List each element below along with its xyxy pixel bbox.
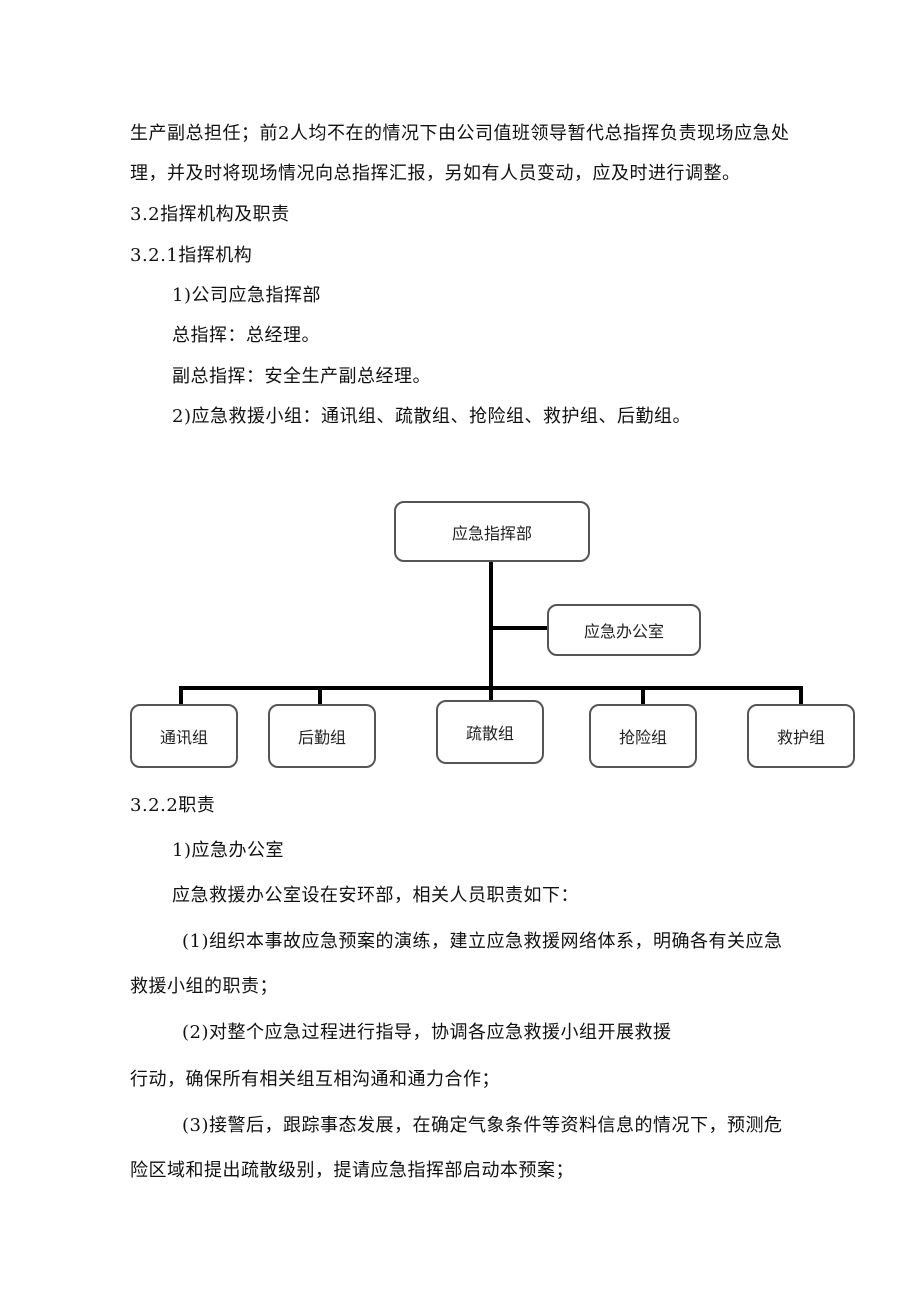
duty-3-line-2: 险区域和提出疏散级别，提请应急指挥部启动本预案； [130, 1160, 574, 1181]
duty-1-line-1: (1)组织本事故应急预案的演练，建立应急救援网络体系，明确各有关应急 [182, 931, 783, 952]
org-box-group: 通讯组 [130, 704, 238, 768]
org-box-group: 抢险组 [589, 704, 697, 768]
item-deputy-commander: 副总指挥：安全生产副总经理。 [172, 366, 431, 387]
paragraph-line-2: 理，并及时将现场情况向总指挥汇报，另如有人员变动，应及时进行调整。 [130, 163, 741, 184]
duty-1-line-2: 救援小组的职责； [130, 976, 278, 997]
org-box-group-label: 后勤组 [297, 728, 346, 747]
org-box-office: 应急办公室 [547, 604, 701, 656]
item-commander: 总指挥：总经理。 [172, 325, 320, 346]
org-box-group-label: 抢险组 [618, 728, 667, 747]
duty-3-line-1: (3)接警后，跟踪事态发展，在确定气象条件等资料信息的情况下，预测危 [182, 1115, 783, 1136]
paragraph-line-1: 生产副总担任；前2人均不在的情况下由公司值班领导暂代总指挥负责现场应急处 [130, 123, 790, 144]
org-box-group: 后勤组 [268, 704, 376, 768]
org-box-group: 救护组 [747, 704, 855, 768]
section-heading-3-2-2: 3.2.2职责 [130, 795, 216, 816]
duty-2-line-2: 行动，确保所有相关组互相沟通和通力合作； [130, 1069, 500, 1090]
paragraph-office-intro: 应急救援办公室设在安环部，相关人员职责如下： [172, 885, 579, 906]
item-emergency-office: 1)应急办公室 [172, 840, 284, 861]
org-box-group: 疏散组 [436, 700, 544, 764]
org-box-group-label: 疏散组 [465, 724, 514, 743]
section-heading-3-2: 3.2指挥机构及职责 [130, 204, 290, 225]
org-box-group-label: 通讯组 [159, 728, 208, 747]
item-command-hq: 1)公司应急指挥部 [172, 285, 321, 306]
org-box-root: 应急指挥部 [394, 501, 590, 562]
item-rescue-groups: 2)应急救援小组：通讯组、疏散组、抢险组、救护组、后勤组。 [172, 406, 691, 427]
org-box-office-label: 应急办公室 [583, 622, 664, 641]
duty-2-line-1: (2)对整个应急过程进行指导，协调各应急救援小组开展救援 [182, 1022, 672, 1043]
org-box-root-label: 应急指挥部 [451, 523, 532, 543]
org-box-group-label: 救护组 [776, 728, 825, 747]
section-heading-3-2-1: 3.2.1指挥机构 [130, 245, 253, 266]
